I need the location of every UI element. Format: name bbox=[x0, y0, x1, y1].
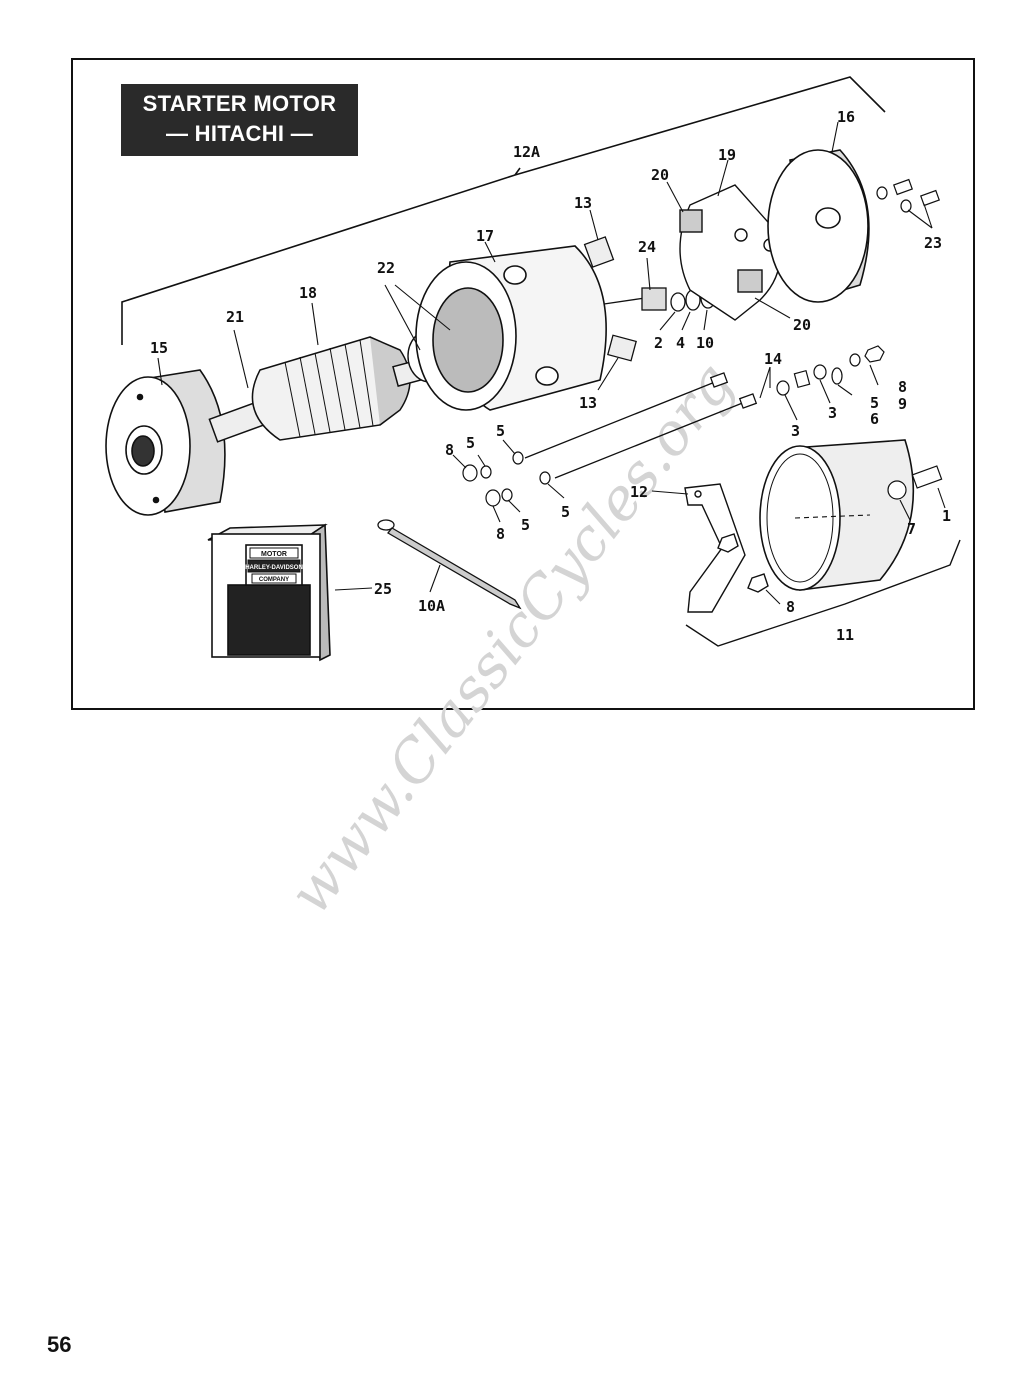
cover-band bbox=[759, 439, 915, 591]
through-bolts bbox=[524, 372, 758, 479]
callout-7: 7 bbox=[907, 520, 916, 538]
callout-8-right: 8 bbox=[898, 378, 907, 396]
end-cover bbox=[767, 149, 870, 303]
title-line-1: STARTER MOTOR bbox=[142, 91, 337, 116]
callout-20-bottom: 20 bbox=[793, 316, 811, 334]
cover-screws bbox=[876, 178, 940, 213]
callout-5-mid: 5 bbox=[561, 503, 570, 521]
callout-3-mid: 3 bbox=[828, 404, 837, 422]
armature bbox=[208, 336, 433, 443]
title-line-2: — HITACHI — bbox=[165, 121, 314, 146]
logo-motor: MOTOR bbox=[261, 551, 287, 558]
drive-end-housing bbox=[105, 369, 226, 516]
callout-23: 23 bbox=[924, 234, 942, 252]
watermark: www.ClassicCycles.org bbox=[275, 350, 747, 927]
bracket-11 bbox=[685, 539, 961, 647]
callout-13-top: 13 bbox=[574, 194, 592, 212]
callout-13-bottom: 13 bbox=[579, 394, 597, 412]
callout-5-lower: 5 bbox=[521, 516, 530, 534]
callout-5-right: 5 bbox=[870, 394, 879, 412]
leader-lines bbox=[157, 121, 946, 605]
callout-9: 9 bbox=[898, 395, 907, 413]
logo-company: COMPANY bbox=[259, 577, 289, 583]
field-frame bbox=[415, 245, 607, 411]
gasket-kit-package: MOTOR HARLEY-DAVIDSON COMPANY bbox=[207, 523, 331, 662]
callout-22: 22 bbox=[377, 259, 395, 277]
callout-5-upper: 5 bbox=[466, 434, 475, 452]
callout-15: 15 bbox=[150, 339, 168, 357]
lock-washer-and-screw bbox=[887, 465, 943, 500]
callout-24: 24 bbox=[638, 238, 656, 256]
hook-tool bbox=[377, 519, 522, 610]
callout-8-bracket: 8 bbox=[786, 598, 795, 616]
callout-8-lower: 8 bbox=[496, 525, 505, 543]
callout-4: 4 bbox=[676, 334, 685, 352]
callout-19: 19 bbox=[718, 146, 736, 164]
page-number: 56 bbox=[47, 1332, 72, 1357]
callout-16: 16 bbox=[837, 108, 855, 126]
logo-harley-davidson: HARLEY-DAVIDSON bbox=[245, 565, 303, 571]
terminal-hardware bbox=[776, 345, 885, 396]
brush-holder-plate bbox=[679, 184, 781, 321]
frame-hardware bbox=[462, 451, 551, 507]
callout-12: 12 bbox=[630, 483, 648, 501]
callout-25: 25 bbox=[374, 580, 392, 598]
brushes bbox=[583, 236, 637, 362]
callout-10a: 10A bbox=[418, 597, 445, 615]
callout-1: 1 bbox=[942, 507, 951, 525]
callout-6: 6 bbox=[870, 410, 879, 428]
callout-20-top: 20 bbox=[651, 166, 669, 184]
callout-5-top: 5 bbox=[496, 422, 505, 440]
callout-8-upper: 8 bbox=[445, 441, 454, 459]
callout-10: 10 bbox=[696, 334, 714, 352]
callout-2: 2 bbox=[654, 334, 663, 352]
callout-18: 18 bbox=[299, 284, 317, 302]
diagram-title: STARTER MOTOR — HITACHI — bbox=[121, 84, 358, 156]
callout-21: 21 bbox=[226, 308, 244, 326]
bracket-12a bbox=[121, 76, 886, 345]
callout-17: 17 bbox=[476, 227, 494, 245]
callout-labels: 12A 16 19 20 13 23 17 24 22 18 21 20 15 … bbox=[150, 108, 951, 644]
callout-12a: 12A bbox=[513, 143, 540, 161]
callout-11: 11 bbox=[836, 626, 854, 644]
callout-14: 14 bbox=[764, 350, 782, 368]
mounting-bracket bbox=[684, 483, 769, 613]
diagram-frame bbox=[71, 58, 975, 710]
callout-3-left: 3 bbox=[791, 422, 800, 440]
